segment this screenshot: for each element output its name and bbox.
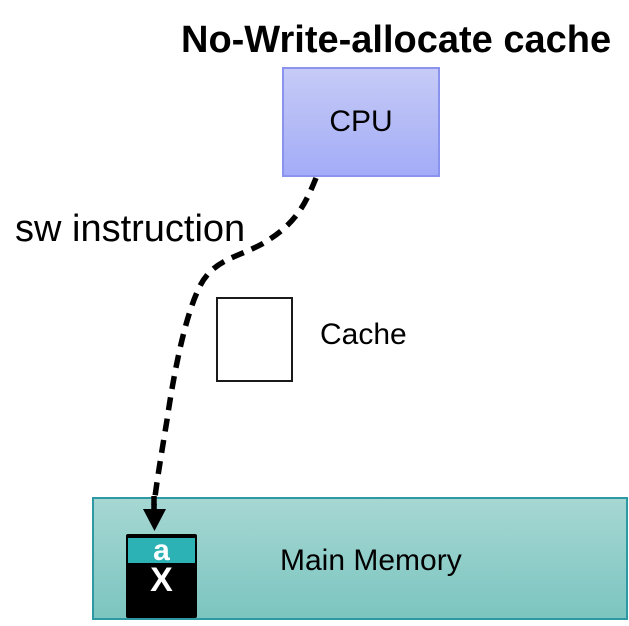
sw-instruction-label: sw instruction [15, 208, 246, 250]
memory-cell-value: X [150, 560, 173, 599]
main-memory-label: Main Memory [280, 544, 462, 577]
memory-cell-tag-band: a [128, 534, 195, 567]
cache-label: Cache [320, 318, 407, 351]
cpu-box: CPU [282, 67, 440, 177]
memory-cell-tag: a [153, 534, 170, 567]
memory-cell: a X [126, 534, 197, 618]
diagram-title: No-Write-allocate cache [181, 19, 612, 61]
cache-box [216, 297, 293, 382]
cpu-label: CPU [329, 105, 393, 138]
